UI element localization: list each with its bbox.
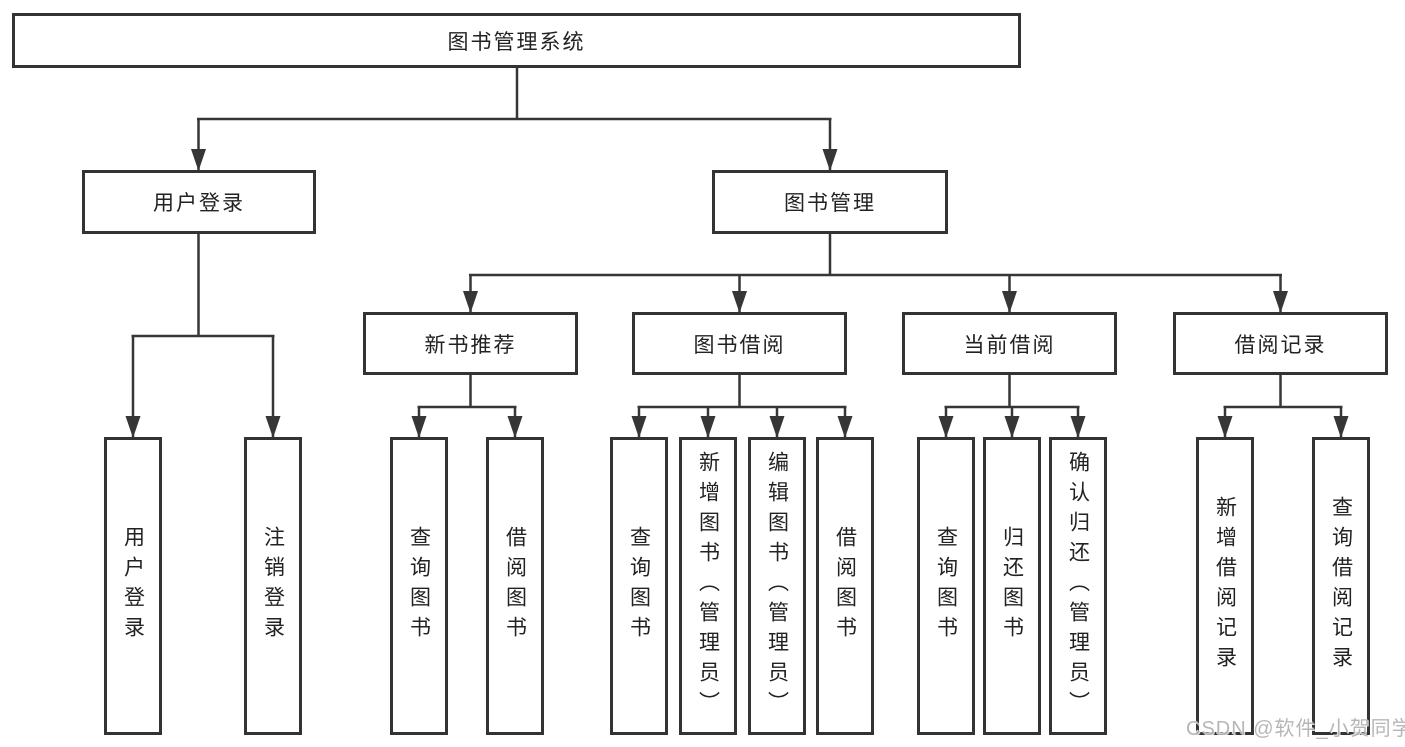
node-borrow-books-recommend: 借阅图书 xyxy=(486,437,544,735)
node-query-books-current: 查询图书 xyxy=(917,437,975,735)
node-borrow-books-action: 借阅图书 xyxy=(816,437,874,735)
node-query-books-recommend: 查询图书 xyxy=(390,437,448,735)
node-book-management: 图书管理 xyxy=(712,170,948,234)
node-add-book-admin: 新增图书（管理员） xyxy=(679,437,737,735)
node-query-books-borrowing: 查询图书 xyxy=(610,437,668,735)
node-add-borrow-record: 新增借阅记录 xyxy=(1196,437,1254,735)
connector-current-borrowing-children xyxy=(938,375,1086,438)
connector-new-book-recommendation-children xyxy=(411,375,523,438)
connector-book-management-level3 xyxy=(463,234,1288,313)
node-user-login: 用户登录 xyxy=(82,170,316,234)
node-logout: 注销登录 xyxy=(244,437,302,735)
node-edit-book-admin: 编辑图书（管理员） xyxy=(748,437,806,735)
connector-borrowing-records-children xyxy=(1217,375,1349,438)
node-current-borrowing: 当前借阅 xyxy=(902,312,1117,375)
node-return-books: 归还图书 xyxy=(983,437,1041,735)
node-new-book-recommendation: 新书推荐 xyxy=(363,312,578,375)
node-borrowing-records: 借阅记录 xyxy=(1173,312,1388,375)
node-query-borrow-record: 查询借阅记录 xyxy=(1312,437,1370,735)
watermark: CSDN @软件_小贺同学 xyxy=(1186,718,1405,740)
node-library-management-system: 图书管理系统 xyxy=(12,13,1021,68)
node-book-borrowing: 图书借阅 xyxy=(632,312,847,375)
connector-book-borrowing-children xyxy=(631,375,853,438)
node-user-login-action: 用户登录 xyxy=(104,437,162,735)
connector-user-login-children xyxy=(125,234,281,438)
connector-root-to-level2 xyxy=(191,68,838,171)
node-confirm-return-admin: 确认归还（管理员） xyxy=(1049,437,1107,735)
